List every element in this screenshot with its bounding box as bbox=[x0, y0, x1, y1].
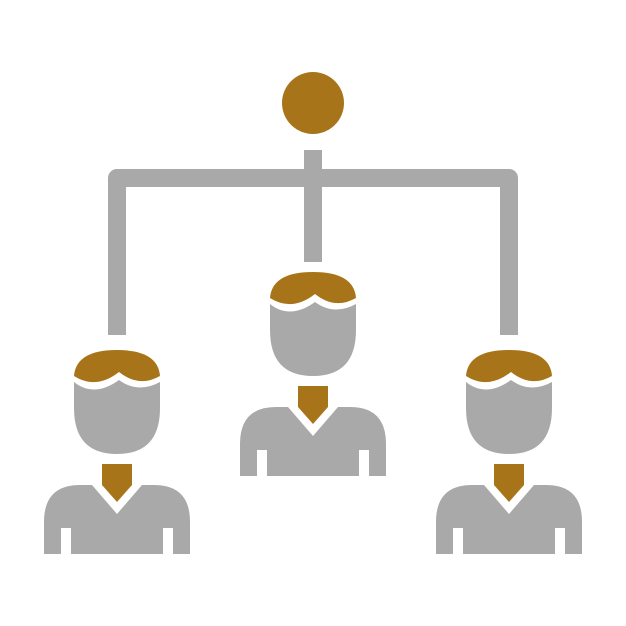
person-collar-icon bbox=[298, 386, 328, 424]
person-collar-icon bbox=[494, 464, 524, 502]
person-collar-icon bbox=[102, 464, 132, 502]
person-hair-icon bbox=[270, 272, 356, 305]
root-node-circle bbox=[282, 72, 344, 134]
person-left-icon bbox=[44, 350, 190, 554]
person-head-icon bbox=[74, 380, 160, 454]
person-hair-icon bbox=[74, 350, 160, 383]
person-head-icon bbox=[466, 380, 552, 454]
person-head-icon bbox=[270, 302, 356, 376]
person-torso-icon bbox=[436, 485, 582, 554]
person-center-icon bbox=[240, 272, 386, 476]
person-right-icon bbox=[436, 350, 582, 554]
connector-lines bbox=[108, 150, 518, 335]
person-torso-icon bbox=[240, 407, 386, 476]
person-torso-icon bbox=[44, 485, 190, 554]
person-hair-icon bbox=[466, 350, 552, 383]
